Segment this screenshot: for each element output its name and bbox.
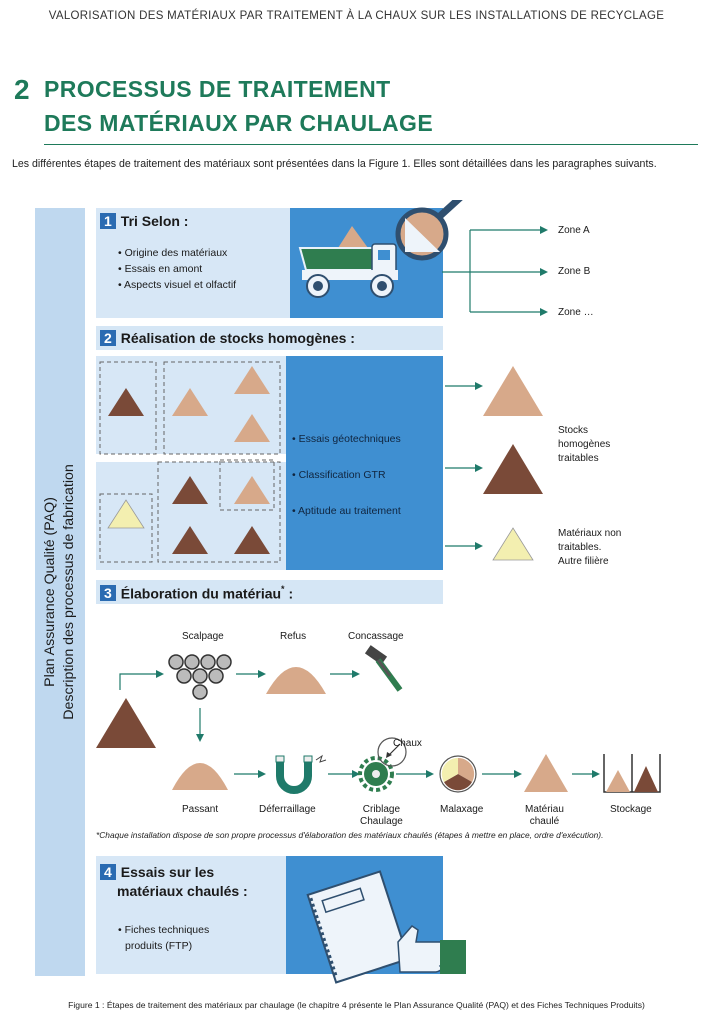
step2-heading-bar — [96, 326, 443, 350]
zone-b-label: Zone B — [558, 266, 591, 277]
section-title-line1: PROCESSUS DE TRAITEMENT — [44, 76, 391, 102]
treatable-stock-icon — [483, 366, 543, 416]
scalpage-screen-icon — [168, 654, 232, 700]
step2-bullet: • Classification GTR — [292, 469, 386, 481]
deferraillage-label: Déferraillage — [259, 804, 316, 815]
step2-number: 2 — [100, 330, 116, 346]
step4-title-line2: matériaux chaulés : — [117, 883, 248, 899]
step4-text-panel — [96, 856, 286, 974]
stock-pile-icon — [234, 414, 270, 442]
step1-bullet: • Essais en amont — [118, 263, 203, 275]
truck-dump-body-icon — [298, 247, 382, 271]
step2-bullet: • Essais géotechniques — [292, 433, 401, 445]
materiau-chaule-label: Matériau chaulé — [525, 804, 564, 827]
step1-bullets: • Origine des matériaux • Essais en amon… — [118, 245, 236, 293]
stock-pile-icon — [108, 388, 144, 416]
stock-pile-icon — [107, 499, 145, 529]
treatable-stock-icon — [483, 444, 543, 494]
step4-bullet-line2: produits (FTP) — [125, 940, 193, 952]
stock-pile-icon — [234, 366, 270, 394]
malaxage-label: Malaxage — [440, 804, 484, 815]
source-pile-icon — [96, 698, 156, 748]
stock-pile-icon — [234, 526, 270, 554]
step3-title-footnote-mark: * — [281, 584, 285, 594]
material-process-flow — [96, 645, 661, 794]
step4-number: 4 — [100, 864, 116, 880]
gear-icon — [358, 756, 394, 792]
step1-text-panel — [96, 208, 290, 318]
truck-load-icon — [338, 226, 368, 248]
step2-title: Réalisation de stocks homogènes : — [120, 330, 355, 346]
step4-bullet-line1: • Fiches techniques — [118, 924, 210, 936]
scalpage-label: Scalpage — [182, 631, 224, 642]
step3-title: Élaboration du matériau — [120, 585, 282, 602]
step4-title-line1: Essais sur les — [120, 864, 215, 880]
passant-label: Passant — [182, 804, 219, 815]
non-treatable-label: Matériaux non traitables. Autre filière — [558, 528, 622, 567]
concassage-label: Concassage — [348, 631, 404, 642]
section-number: 2 — [14, 74, 30, 105]
intro-paragraph: Les différentes étapes de traitement des… — [12, 158, 657, 170]
paq-subtitle: Description des processus de fabrication — [61, 464, 77, 720]
criblage-chaulage-label: Criblage Chaulage — [360, 804, 403, 827]
stock-pile-icon — [172, 476, 208, 504]
stock-pile-icon — [172, 526, 208, 554]
step1-number: 1 — [100, 213, 116, 229]
figure-caption: Figure 1 : Étapes de traitement des maté… — [68, 1000, 645, 1010]
step3-heading-bar — [96, 580, 443, 604]
ftp-document-illustration — [306, 870, 466, 984]
refus-pile-icon — [266, 667, 326, 694]
hammer-icon — [364, 645, 403, 692]
step2-bullet: • Aptitude au traitement — [292, 505, 401, 517]
materiau-chaule-pile-icon — [524, 754, 568, 792]
document-icon — [306, 870, 410, 984]
step2-bullets: • Essais géotechniques • Classification … — [292, 421, 401, 529]
paq-sidebar-band — [35, 208, 85, 976]
chaux-input-icon — [377, 737, 407, 767]
step4-bullets: • Fiches techniques produits (FTP) — [118, 922, 209, 954]
passant-pile-icon — [172, 763, 228, 790]
step3-footnote: *Chaque installation dispose de son prop… — [96, 830, 604, 840]
title-rule — [44, 144, 698, 145]
running-header: VALORISATION DES MATÉRIAUX PAR TRAITEMEN… — [48, 10, 665, 22]
refus-label: Refus — [280, 631, 307, 642]
truck-illustration — [298, 200, 463, 298]
non-treatable-stock-icon — [492, 527, 534, 561]
step2-tests-panel — [286, 356, 443, 570]
step3-number: 3 — [100, 585, 116, 602]
paq-title: Plan Assurance Qualité (PAQ) — [42, 497, 58, 687]
stock-pile-icon — [172, 388, 208, 416]
chaux-label: Chaux — [393, 738, 422, 749]
zone-arrows — [442, 226, 548, 316]
stock-sorting-diagram — [99, 361, 281, 563]
stockage-label: Stockage — [610, 804, 652, 815]
magnet-icon — [275, 754, 327, 794]
stock-output-diagram — [445, 366, 543, 561]
section-title-line2: DES MATÉRIAUX PAR CHAULAGE — [44, 110, 434, 136]
zone-a-label: Zone A — [558, 225, 590, 236]
zone-other-label: Zone … — [558, 307, 594, 318]
treatable-stocks-label: Stocks homogènes traitables — [558, 425, 611, 464]
malaxage-mixer-icon — [439, 755, 477, 793]
stock-pile-icon — [234, 476, 270, 504]
step1-title: Tri Selon : — [120, 213, 189, 229]
thumbs-up-icon — [397, 925, 466, 974]
step1-bullet: • Origine des matériaux — [118, 247, 228, 259]
step3-title-suffix: : — [284, 585, 294, 602]
stockage-bins-icon — [603, 754, 661, 793]
step1-bullet: • Aspects visuel et olfactif — [118, 279, 237, 291]
